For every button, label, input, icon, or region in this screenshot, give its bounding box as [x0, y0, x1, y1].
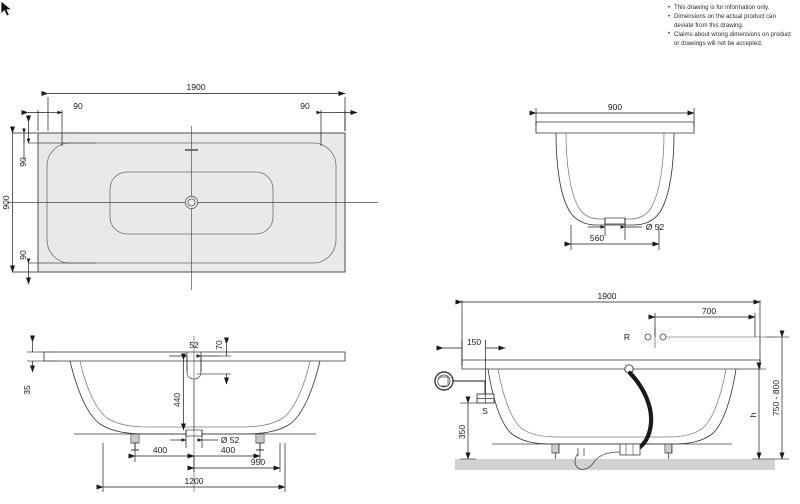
dim-label-90-side-lower: 90 [18, 250, 28, 260]
dim-front-overflow-offset: 70 [197, 337, 231, 385]
dim-label-950: 950 [251, 457, 265, 467]
dim-end-base-width: 560 [564, 225, 660, 250]
dim-side-height-range: 750 - 800 [766, 330, 789, 460]
dim-front-foot-left-offset: 400 [128, 443, 195, 462]
dim-side-length: 1900 [455, 291, 761, 365]
dim-label-1900-side: 1900 [598, 291, 617, 301]
dim-label-90-side-upper: 90 [18, 157, 28, 167]
dim-label-h: h [748, 412, 758, 417]
dim-end-drain: Ø 52 [588, 218, 664, 240]
dim-label-400-left: 400 [153, 445, 167, 455]
dim-end-rim-width: 900 [529, 102, 695, 126]
end-section-view: 900 Ø 52 560 [529, 102, 695, 250]
wall-outlet-fitting [434, 371, 486, 394]
end-bowl-outer [555, 132, 675, 226]
dim-label-400-right: 400 [221, 445, 235, 455]
dim-side-trap-height: 350 [457, 396, 494, 460]
plan-drain-icon [184, 195, 199, 210]
dim-label-1900-plan: 1900 [187, 82, 206, 92]
label-R: R [624, 332, 630, 342]
side-waste-ribs [625, 444, 634, 455]
dim-label-900-end: 900 [608, 102, 622, 112]
side-section-view: S R 1900 [434, 291, 789, 470]
end-bowl-inner [565, 132, 665, 220]
plan-view: 1900 90 90 [1, 82, 378, 290]
side-foot-right [664, 443, 673, 459]
label-S: S [482, 406, 488, 416]
front-body-outer [69, 360, 321, 435]
dim-plan-side-lower: 90 [18, 250, 96, 285]
side-body-outer [487, 368, 737, 445]
front-rim-slab [43, 351, 346, 362]
dim-front-depth: 440 [172, 353, 186, 431]
side-body-inner [497, 368, 727, 438]
dim-label-90-top-left: 90 [73, 101, 83, 111]
s-component: S [476, 393, 495, 416]
waste-hose [626, 370, 654, 455]
dim-front-drain: Ø 52 [170, 430, 239, 448]
end-rim-slab [535, 121, 695, 134]
end-drain-boss [604, 217, 626, 225]
side-foot-left [551, 443, 560, 459]
dim-front-base-length: 1200 [96, 443, 286, 492]
dim-side-h: h [748, 362, 766, 460]
dim-label-750-800: 750 - 800 [771, 380, 781, 416]
dim-label-1200: 1200 [185, 476, 204, 486]
drawing-notes: This drawing is for information only. Di… [668, 4, 796, 49]
dim-label-d52-front: Ø 52 [221, 435, 240, 445]
mouse-pointer-icon [0, 0, 13, 17]
dim-label-35: 35 [22, 385, 32, 395]
dim-front-foot-span: 950 [187, 443, 281, 472]
dim-side-waste-offset: 150 [436, 337, 506, 369]
dim-front-foot-right-offset: 400 [187, 443, 261, 462]
dim-side-tap-offset: 700 [648, 306, 756, 337]
front-section-view: 35 52 70 [22, 335, 346, 492]
dim-plan-inset-left: 90 [21, 101, 83, 146]
dim-label-d52-end: Ø 52 [646, 222, 665, 232]
dim-label-900-plan: 900 [1, 195, 11, 209]
dim-plan-inset-right: 90 [300, 101, 358, 146]
side-rim-slab [461, 359, 761, 370]
dim-plan-side-upper: 90 [18, 115, 96, 167]
note-item: Dimensions on the actual product can dev… [668, 13, 796, 30]
dim-label-70: 70 [214, 340, 224, 350]
dim-label-150: 150 [467, 337, 481, 347]
dim-label-440: 440 [172, 393, 182, 407]
trap-riser [577, 448, 585, 456]
note-item: This drawing is for information only. [668, 4, 796, 13]
trap-outlet-pipe [574, 451, 621, 470]
tap-marker-group: R [624, 327, 775, 348]
dim-label-52-overflow: 52 [189, 340, 199, 350]
side-waste-body [619, 443, 641, 456]
front-body-inner [79, 360, 311, 428]
floor-band [455, 459, 775, 470]
dim-front-rim-thickness: 35 [22, 335, 58, 395]
dim-label-700: 700 [702, 306, 716, 316]
dim-label-90-top-right: 90 [300, 101, 310, 111]
dim-label-350: 350 [457, 425, 467, 439]
note-item: Claims about wrong dimensions on product… [668, 30, 796, 48]
dim-label-560-end: 560 [590, 233, 604, 243]
